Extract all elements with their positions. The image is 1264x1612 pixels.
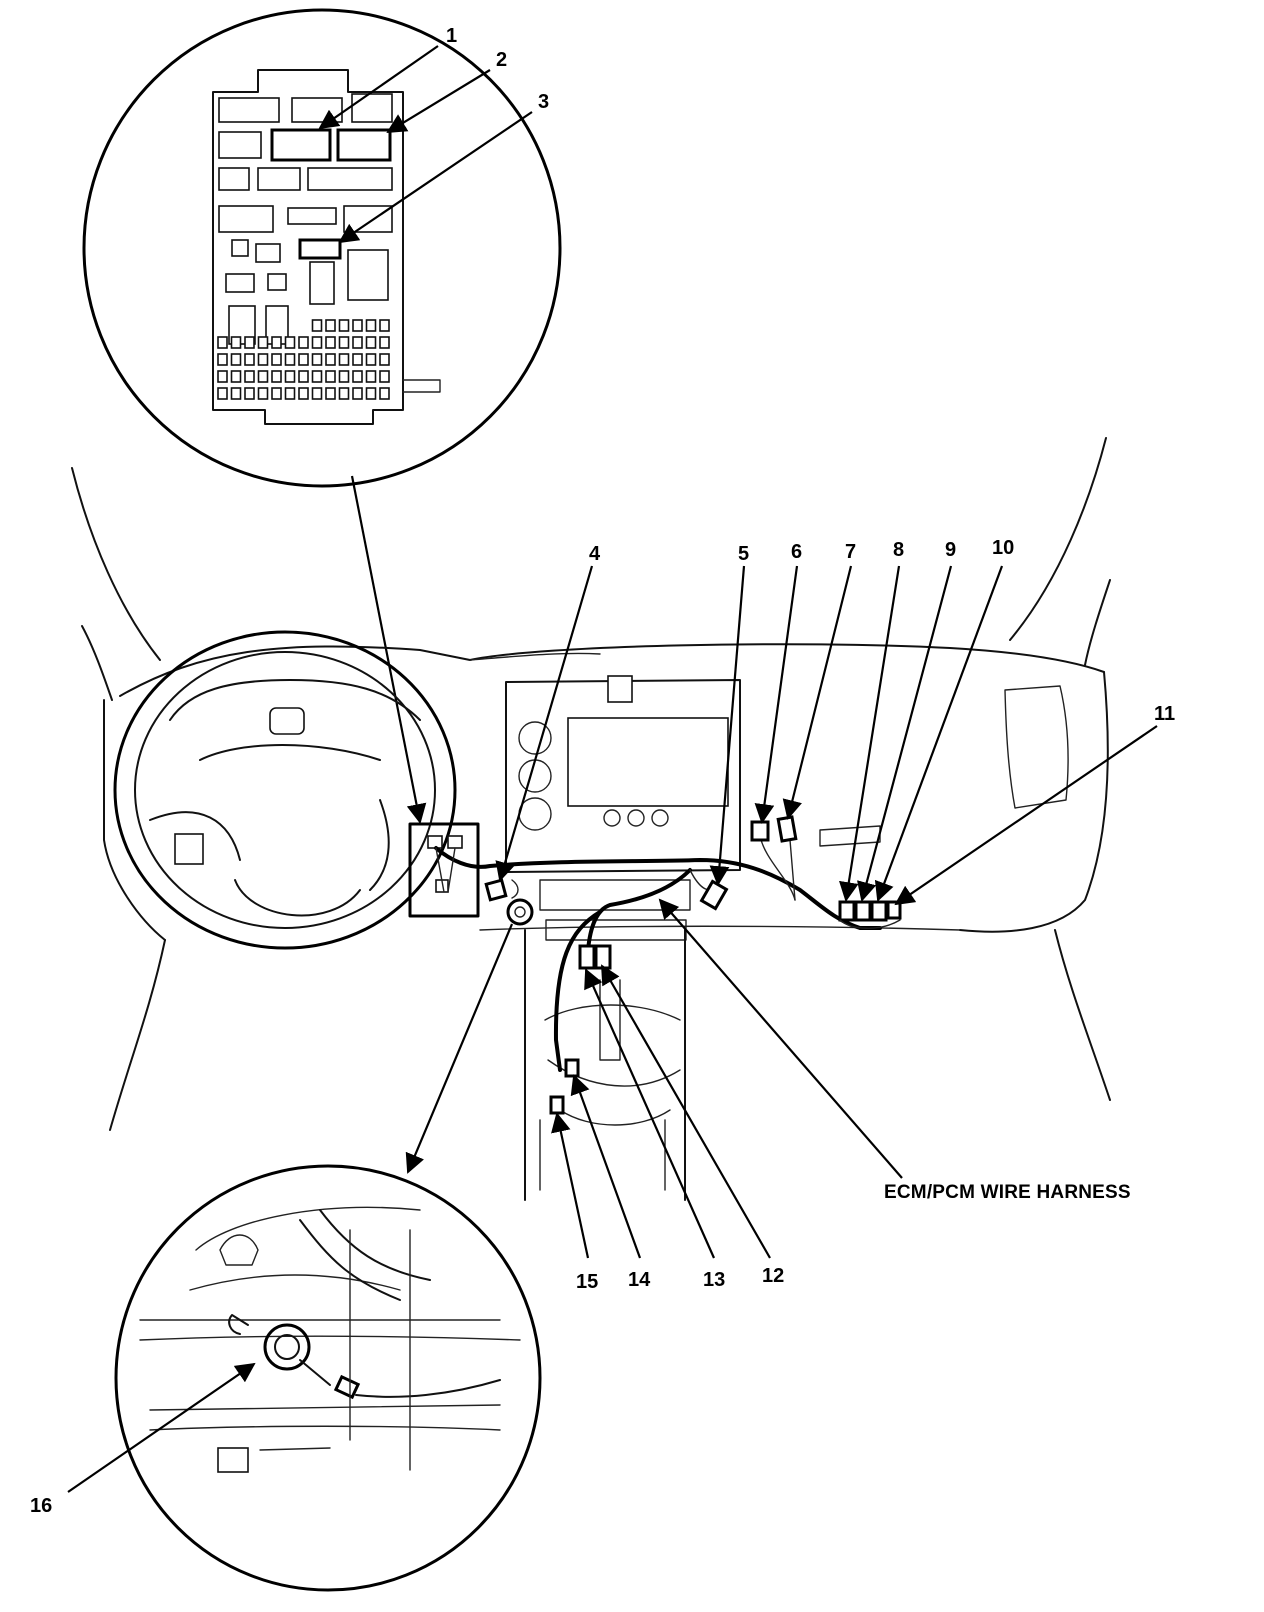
fuse-slot bbox=[325, 353, 336, 366]
callout-10: 10 bbox=[992, 537, 1014, 559]
fuse-slot bbox=[338, 336, 350, 349]
fuse-slot bbox=[271, 336, 282, 349]
harness-label: ECM/PCM WIRE HARNESS bbox=[884, 1182, 1131, 1203]
fuse-slot bbox=[230, 353, 242, 366]
fuse-slot bbox=[311, 319, 323, 332]
callout-2: 2 bbox=[496, 49, 507, 71]
fuse-slot bbox=[217, 370, 228, 383]
sensor-inset bbox=[114, 1164, 542, 1592]
fuse-slot bbox=[352, 387, 363, 400]
callout-5: 5 bbox=[738, 543, 749, 565]
fuse-grid bbox=[217, 319, 390, 400]
fuse-slot bbox=[284, 387, 296, 400]
fuse-slot bbox=[298, 370, 309, 383]
fuse-slot bbox=[365, 319, 377, 332]
fuse-slot bbox=[244, 370, 255, 383]
fuse-slot bbox=[365, 336, 377, 349]
fuse-slot bbox=[379, 336, 390, 349]
fuse-slot bbox=[365, 353, 377, 366]
callout-12: 12 bbox=[762, 1265, 784, 1287]
callout-15: 15 bbox=[576, 1271, 598, 1293]
fuse-slot bbox=[325, 387, 336, 400]
lower-inset-leader-line bbox=[405, 923, 514, 1174]
fuse-slot bbox=[379, 319, 390, 332]
fuse-slot bbox=[325, 336, 336, 349]
sensor-drawing bbox=[139, 1206, 521, 1473]
fuse-slot bbox=[352, 336, 363, 349]
fuse-slot bbox=[298, 387, 309, 400]
fuse-slot bbox=[217, 336, 228, 349]
fuse-box-drawing bbox=[212, 69, 441, 425]
fuse-slot bbox=[284, 353, 296, 366]
inset-leader-line bbox=[350, 475, 427, 824]
callout-8: 8 bbox=[893, 539, 904, 561]
fuse-slot bbox=[352, 353, 363, 366]
fuse-slot bbox=[244, 336, 255, 349]
fuse-slot bbox=[298, 353, 309, 366]
dashboard-drawing bbox=[71, 437, 1111, 1201]
fuse-slot bbox=[271, 387, 282, 400]
fuse-slot bbox=[365, 387, 377, 400]
fuse-slot bbox=[257, 387, 269, 400]
fuse-slot bbox=[352, 370, 363, 383]
callout-numbers: 1 2 3 4 5 6 7 8 9 10 11 12 13 14 15 16 bbox=[30, 25, 1175, 1517]
fuse-slot bbox=[230, 336, 242, 349]
fuse-slot bbox=[365, 370, 377, 383]
fuse-slot bbox=[352, 319, 363, 332]
fuse-slot bbox=[230, 387, 242, 400]
fuse-box-inset bbox=[82, 8, 562, 488]
fuse-slot bbox=[338, 370, 350, 383]
fuse-slot bbox=[217, 353, 228, 366]
fuse-slot bbox=[257, 370, 269, 383]
fuse-slot bbox=[244, 353, 255, 366]
fuse-slot bbox=[230, 370, 242, 383]
callout-16: 16 bbox=[30, 1495, 52, 1517]
fuse-slot bbox=[311, 353, 323, 366]
fuse-slot bbox=[338, 353, 350, 366]
fuse-slot bbox=[217, 387, 228, 400]
fuse-slot bbox=[311, 387, 323, 400]
fuse-slot bbox=[338, 319, 350, 332]
fuse-slot bbox=[257, 353, 269, 366]
fuse-slot bbox=[298, 336, 309, 349]
callout-7: 7 bbox=[845, 541, 856, 563]
callout-6: 6 bbox=[791, 541, 802, 563]
fuse-slot bbox=[284, 370, 296, 383]
callout-4: 4 bbox=[589, 543, 601, 565]
fuse-slot bbox=[338, 387, 350, 400]
callout-leaders bbox=[67, 45, 1158, 1493]
callout-13: 13 bbox=[703, 1269, 725, 1291]
fuse-slot bbox=[379, 370, 390, 383]
fuse-slot bbox=[325, 370, 336, 383]
fuse-slot bbox=[325, 319, 336, 332]
callout-3: 3 bbox=[538, 91, 549, 113]
fuse-slot bbox=[271, 353, 282, 366]
callout-14: 14 bbox=[628, 1269, 651, 1291]
callout-1: 1 bbox=[446, 25, 457, 47]
fuse-slot bbox=[244, 387, 255, 400]
fuse-slot bbox=[257, 336, 269, 349]
fuse-slot bbox=[271, 370, 282, 383]
callout-9: 9 bbox=[945, 539, 956, 561]
callout-11: 11 bbox=[1154, 703, 1175, 725]
fuse-slot bbox=[379, 387, 390, 400]
fuse-slot bbox=[379, 353, 390, 366]
fuse-slot bbox=[311, 370, 323, 383]
fuse-slot bbox=[284, 336, 296, 349]
fuse-slot bbox=[311, 336, 323, 349]
